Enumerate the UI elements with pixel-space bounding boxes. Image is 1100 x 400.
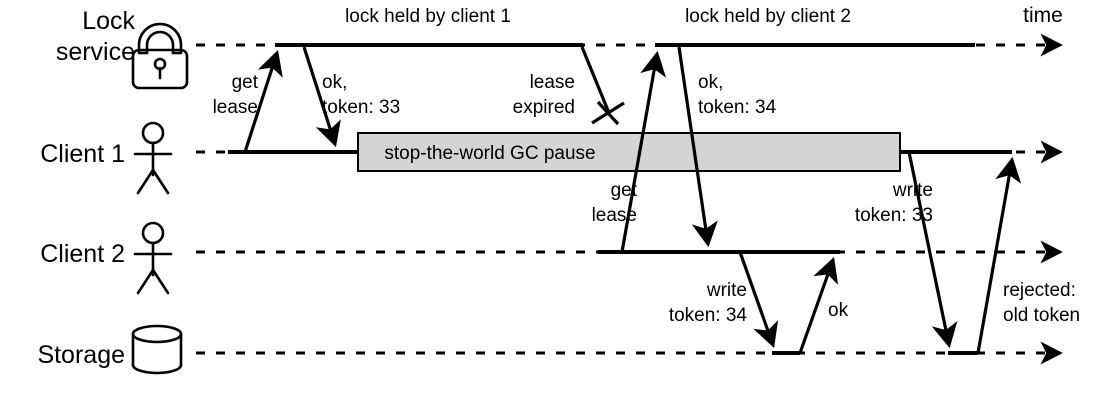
lane-label-lock-service: Lock service [56,7,136,66]
lane-label-client-2: Client 2 [40,240,125,268]
msg-label-ok-token-33-line2: token: 33 [322,97,400,118]
msg-label-ok-storage-line1: ok [828,300,849,321]
span-label-lock-held-client-1: lock held by client 1 [345,6,511,27]
msg-label-get-lease-1-line2: lease [213,97,258,118]
gc-pause-box [357,132,901,172]
padlock-icon [131,22,189,90]
arrow-rejected-old-token [976,156,1022,354]
lane-label-client-1-line1: Client 1 [40,140,125,168]
msg-label-get-lease-2-line2: lease [592,205,637,226]
lane-label-client-2-line1: Client 2 [40,240,125,268]
msg-label-lease-expired-line1: lease [530,72,575,93]
arrow-ok-storage [798,256,839,354]
msg-label-lease-expired-line2: expired [513,97,575,118]
gc-pause-box-label: stop-the-world GC pause [384,143,595,164]
msg-label-ok-token-34-line2: token: 34 [698,97,777,118]
arrow-write-token-33 [907,151,958,349]
msg-label-rejected-old-token-line1: rejected: [1003,280,1076,301]
arrow-write-token-34 [738,251,779,349]
msg-label-ok-token-33-line1: ok, [322,72,347,93]
msg-label-get-lease-2-line1: get [611,180,638,201]
lane-label-storage-line1: Storage [37,341,125,369]
arrow-ok-token-33 [302,46,341,148]
span-label-lock-held-client-2: lock held by client 2 [685,6,851,27]
msg-label-rejected-old-token-line2: old token [1003,305,1080,326]
msg-label-get-lease-1-line1: get [232,72,259,93]
msg-label-write-token-34-line1: write [706,280,747,301]
arrow-lease-expired [580,46,611,114]
stick-figure-icon-client-1 [133,121,173,195]
arrow-get-lease-1 [243,49,283,153]
time-axis-label: time [1023,4,1063,27]
lane-label-storage: Storage [37,341,125,369]
stick-figure-icon-client-2 [133,221,173,295]
cross-mark-lease-expired [591,100,625,126]
msg-label-ok-token-34-line1: ok, [698,72,723,93]
arrow-get-lease-2 [620,50,667,253]
lane-label-lock-service-line1: Lock [82,7,135,35]
lane-label-lock-service-line2: service [56,38,135,66]
arrow-ok-token-34 [677,46,718,248]
lane-label-client-1: Client 1 [40,140,125,168]
msg-label-write-token-33-line1: write [892,180,933,201]
msg-label-write-token-34-line2: token: 34 [669,305,748,326]
database-cylinder-icon [131,324,183,375]
msg-label-write-token-33-line2: token: 33 [855,205,933,226]
